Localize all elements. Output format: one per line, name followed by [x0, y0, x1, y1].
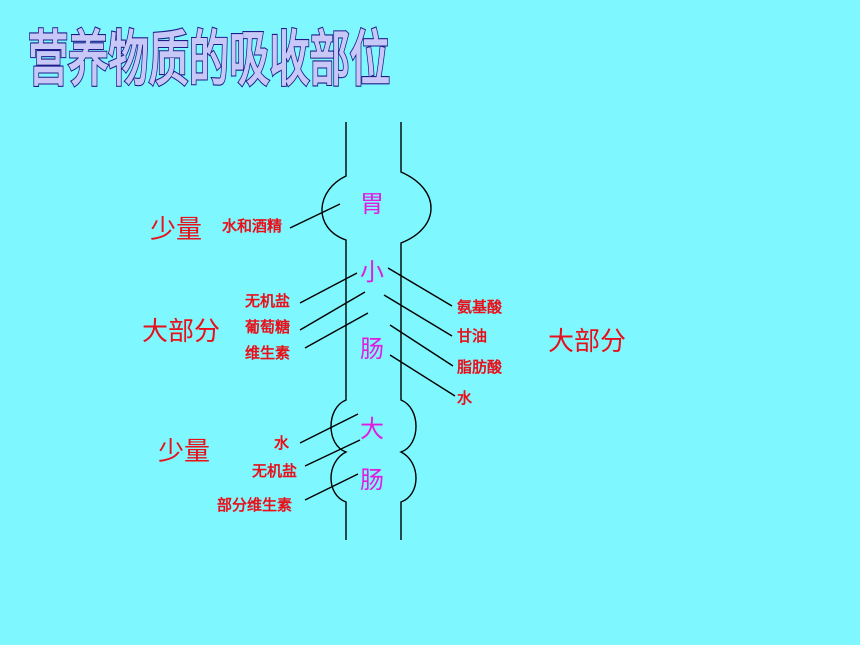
- small-intestine-left-substance-2: 葡萄糖: [244, 318, 290, 336]
- tract-left-wall: [321, 122, 348, 540]
- small-intestine-right-substance-4: 水: [457, 389, 473, 407]
- large-intestine-substance-3: 部分维生素: [217, 496, 292, 514]
- small-intestine-right-substance-2: 甘油: [457, 327, 487, 345]
- small-intestine-label-2: 肠: [360, 335, 384, 363]
- small-intestine-right-leader-2: [383, 294, 453, 337]
- small-intestine-right-leader-1: [387, 267, 453, 307]
- small-intestine-right-amount: 大部分: [548, 327, 626, 357]
- small-intestine-left-substance-1: 无机盐: [244, 292, 290, 310]
- small-intestine-label-1: 小: [360, 258, 384, 286]
- page-title: 营养物质的吸收部位: [28, 25, 390, 95]
- large-intestine-substance-2: 无机盐: [251, 462, 297, 480]
- large-intestine-amount-label: 少量: [158, 437, 210, 467]
- stomach-substance-water-alcohol: 水和酒精: [222, 217, 282, 235]
- small-intestine-right-leader-3: [389, 324, 454, 367]
- small-intestine-left-leader-2: [299, 291, 366, 331]
- digestive-tract-outline: [321, 122, 432, 540]
- large-intestine-label-1: 大: [360, 415, 384, 443]
- tract-right-wall: [399, 122, 432, 540]
- small-intestine-left-leader-3: [304, 312, 369, 349]
- stomach-amount-label: 少量: [150, 215, 202, 245]
- large-intestine-leader-2: [304, 439, 361, 467]
- large-intestine-leader-1: [299, 413, 359, 444]
- large-intestine-label-2: 肠: [360, 466, 384, 494]
- small-intestine-left-amount: 大部分: [142, 317, 220, 347]
- small-intestine-left-leader-1: [299, 272, 358, 304]
- large-intestine-substance-1: 水: [274, 434, 290, 452]
- stomach-label: 胃: [360, 190, 384, 218]
- large-intestine-leader-3: [304, 473, 359, 501]
- stomach-leader-line: [289, 203, 341, 229]
- small-intestine-right-substance-1: 氨基酸: [457, 298, 503, 316]
- small-intestine-right-substance-3: 脂肪酸: [457, 358, 503, 376]
- small-intestine-left-substance-3: 维生素: [245, 344, 290, 362]
- small-intestine-right-leader-4: [389, 354, 456, 397]
